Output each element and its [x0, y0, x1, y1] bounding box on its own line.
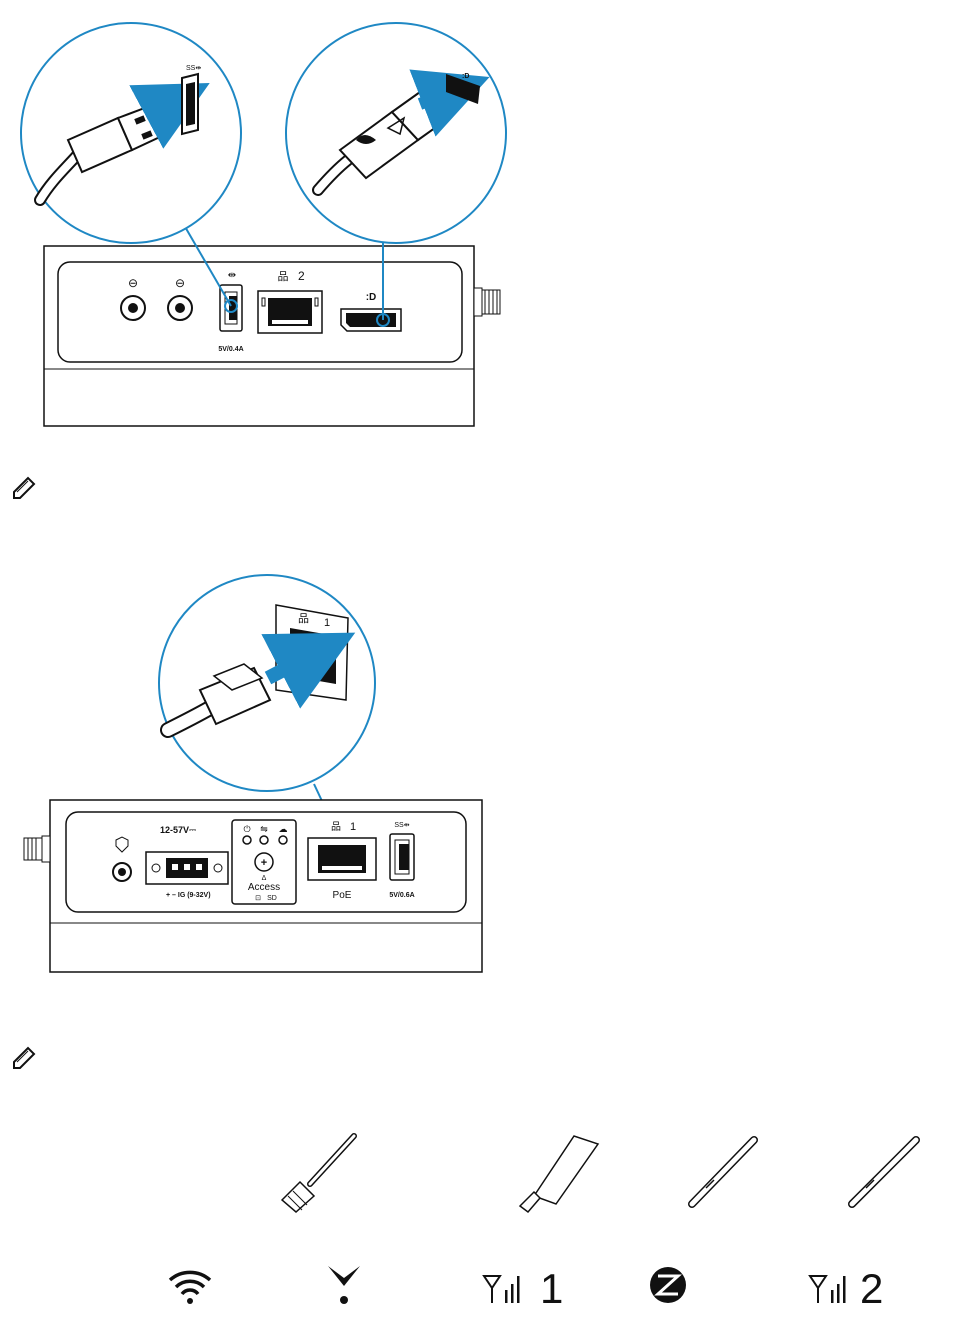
antenna-gps	[280, 1133, 357, 1213]
svg-text:品: 品	[278, 270, 289, 283]
cellular-signal-icon	[482, 1275, 520, 1303]
bottom-device-panel: 12-57V ⎓ + – IG (9-32V) ⏻ ⇋ ☁ + Δ Access…	[23, 799, 483, 973]
svg-text:⎓: ⎓	[189, 825, 196, 835]
usb-socket: SS⇹	[181, 65, 201, 136]
svg-text:⏻: ⏻	[243, 824, 250, 834]
status-led-panel: ⏻ ⇋ ☁ + Δ Access ⊡ SD	[231, 819, 297, 905]
ethernet-port-1: 品 1 PoE	[307, 821, 377, 901]
ethernet-port-number-bottom: 1	[350, 821, 356, 833]
antenna-wifi-blade	[518, 1135, 600, 1214]
note-icon	[13, 476, 36, 499]
microphone-jack: ⊖	[167, 276, 193, 321]
gps-icon	[328, 1266, 360, 1304]
usb-callout: SS⇹	[20, 22, 242, 244]
top-device-panel: ⊖ ⊖ ⇹ 5V/0.4A 品 2 :D	[43, 245, 501, 427]
cellular-2-label: 2	[860, 1265, 883, 1312]
ethernet-port-number-callout: 1	[324, 617, 330, 629]
cellular-signal-icon-2	[808, 1275, 846, 1303]
antenna-connector-left	[23, 835, 51, 863]
note-icon-2	[13, 1046, 36, 1069]
usb-port: ⇹ 5V/0.4A	[218, 270, 243, 353]
svg-text:⊡: ⊡	[255, 895, 261, 902]
terminal-label: + – IG (9-32V)	[166, 892, 211, 899]
svg-text::D: :D	[462, 73, 469, 80]
svg-text::D: :D	[366, 292, 377, 303]
sd-label: SD	[267, 895, 277, 902]
cellular-1-label: 1	[540, 1265, 563, 1312]
zigbee-icon	[650, 1267, 686, 1303]
antenna-cellular-1	[688, 1136, 758, 1208]
usb-port-bottom: SS⇹ 5V/0.6A	[389, 822, 415, 899]
intrusion-switch	[112, 836, 132, 882]
ethernet-port-number-top: 2	[298, 269, 305, 283]
svg-text:⇋: ⇋	[260, 824, 268, 834]
displayport-socket: :D	[446, 73, 480, 104]
usb-rating-top: 5V/0.4A	[218, 346, 243, 353]
power-terminal: 12-57V ⎓ + – IG (9-32V)	[145, 825, 229, 899]
svg-text:品: 品	[298, 612, 309, 625]
svg-text:☁: ☁	[279, 824, 288, 834]
svg-text:SS⇹: SS⇹	[186, 65, 201, 72]
svg-text:SS⇹: SS⇹	[394, 822, 409, 829]
svg-text:品: 品	[331, 821, 341, 833]
antenna-connector-right	[473, 287, 501, 317]
voltage-label: 12-57V	[160, 825, 189, 835]
wifi-icon	[168, 1270, 212, 1304]
displayport-callout: :D	[285, 22, 507, 244]
ethernet-plug-icon	[160, 663, 272, 738]
ethernet-callout: 品 1	[158, 574, 376, 792]
poe-label: PoE	[333, 890, 352, 901]
antenna-cellular-2	[848, 1136, 920, 1208]
svg-text:Δ: Δ	[262, 875, 267, 882]
svg-text:⊖: ⊖	[128, 276, 138, 290]
svg-text:⊖: ⊖	[175, 276, 185, 290]
headphone-jack: ⊖	[120, 276, 146, 321]
ethernet-port-2: 品 2	[257, 269, 323, 334]
access-label: Access	[248, 882, 280, 893]
svg-text:+: +	[261, 857, 267, 869]
svg-text:⇹: ⇹	[228, 270, 236, 281]
usb-rating-bottom: 5V/0.6A	[389, 892, 414, 899]
